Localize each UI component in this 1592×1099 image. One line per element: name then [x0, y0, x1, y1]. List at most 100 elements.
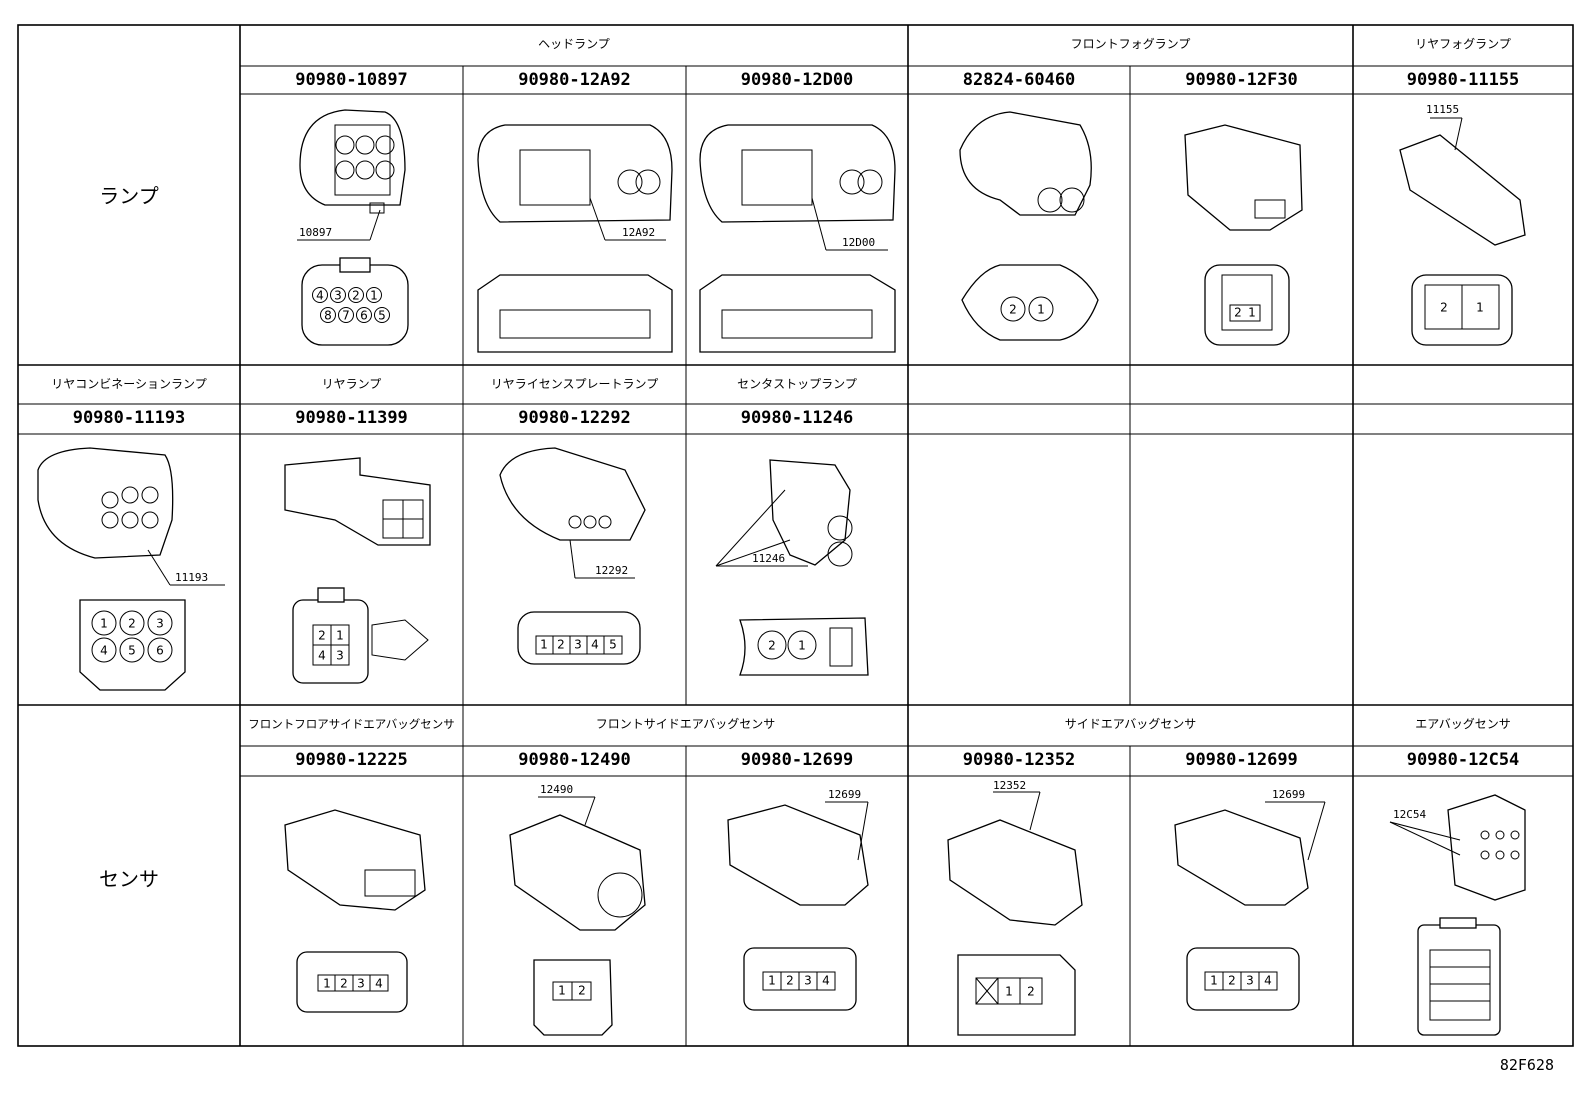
- pin-label: 1: [768, 974, 776, 988]
- pin-label: 2: [128, 617, 136, 631]
- pin-label: 2: [578, 984, 586, 998]
- group-header-rear-fog-lamp: リヤフォグランプ: [1415, 37, 1511, 51]
- connector-drawing-90980-11399: 2 1 4 3: [284, 457, 431, 684]
- callout-label: 12C54: [1393, 808, 1427, 821]
- figure-code: 82F628: [1499, 1056, 1554, 1074]
- pin-label: 2: [318, 629, 326, 643]
- pin-label: 2: [1234, 306, 1242, 320]
- group-header-license-plate-lamp: リヤライセンスプレートランプ: [490, 377, 659, 391]
- pin-label: 2: [1440, 301, 1448, 315]
- pin-label: 1: [1248, 306, 1256, 320]
- callout-label: 11155: [1426, 103, 1460, 116]
- pin-label: 3: [804, 974, 812, 988]
- part-number: 90980-11399: [295, 408, 408, 428]
- connector-drawing-90980-12C54: [1389, 794, 1526, 1036]
- part-number: 90980-11246: [740, 408, 854, 428]
- callout-label: 10897: [299, 226, 333, 239]
- connector-drawing-90980-11193: 1 2 3 4 5 6: [37, 447, 225, 691]
- pin-label: 1: [100, 617, 108, 631]
- connector-drawing-90980-11155: 2 1: [1399, 117, 1526, 346]
- callout-label: 12A92: [622, 226, 656, 239]
- pin-label: 3: [1246, 974, 1254, 988]
- connector-drawing-90980-12F30: 2 1: [1184, 124, 1303, 346]
- callout-label: 12352: [993, 779, 1027, 792]
- pin-label: 4: [1264, 974, 1272, 988]
- part-number: 90980-11193: [72, 408, 186, 428]
- connector-drawing-90980-12A92: [477, 124, 673, 353]
- pin-label: 1: [1476, 301, 1484, 315]
- pin-label: 1: [1210, 974, 1218, 988]
- pin-label: 1: [558, 984, 566, 998]
- connector-drawing-90980-10897: 4 3 2 1 8 7 6 5: [297, 109, 409, 346]
- group-header-rear-combination-lamp: リヤコンビネーションランプ: [51, 377, 207, 391]
- pin-label: 5: [609, 638, 617, 652]
- pin-label: 4: [100, 644, 108, 658]
- callout-label: 11193: [175, 571, 209, 584]
- part-number: 90980-12699: [740, 750, 854, 770]
- part-number: 90980-10897: [295, 70, 408, 90]
- pin-label: 1: [798, 639, 806, 653]
- pin-label: 7: [342, 309, 350, 323]
- pin-label: 6: [156, 644, 164, 658]
- callout-label: 12699: [1272, 788, 1306, 801]
- pin-label: 3: [334, 289, 342, 303]
- pin-label: 3: [574, 638, 582, 652]
- pin-label: 2: [1027, 985, 1035, 999]
- part-number: 90980-12292: [518, 408, 631, 428]
- pin-label: 1: [323, 977, 331, 991]
- part-number: 90980-11155: [1406, 70, 1520, 90]
- pin-label: 6: [360, 309, 368, 323]
- pin-label: 3: [156, 617, 164, 631]
- pin-label: 4: [316, 289, 324, 303]
- table-grid: [17, 24, 1574, 1047]
- connector-drawing-90980-12699-b: 1 2 3 4: [1174, 801, 1326, 1011]
- pin-label: 2: [786, 974, 794, 988]
- pin-label: 3: [357, 977, 365, 991]
- part-number: 90980-12699: [1185, 750, 1298, 770]
- group-header-headlamp: ヘッドランプ: [538, 37, 610, 51]
- part-number: 90980-12A92: [518, 70, 631, 90]
- connector-drawing-90980-12292: 1 2 3 4 5: [499, 447, 646, 665]
- pin-label: 2: [340, 977, 348, 991]
- group-header-front-side-airbag-sensor: フロントサイドエアバッグセンサ: [595, 717, 776, 731]
- callout-label: 12699: [828, 788, 862, 801]
- group-header-front-fog-lamp: フロントフォグランプ: [1070, 37, 1191, 51]
- callout-label: 11246: [752, 552, 786, 565]
- group-header-front-floor-side-airbag-sensor: フロントフロアサイドエアバッグセンサ: [248, 717, 455, 731]
- pin-label: 4: [375, 977, 383, 991]
- connector-drawing-90980-12699-a: 1 2 3 4: [727, 801, 869, 1011]
- row-label-sensor: センサ: [99, 867, 159, 891]
- part-number: 90980-12490: [518, 750, 631, 770]
- pin-label: 1: [370, 289, 378, 303]
- pin-label: 1: [336, 629, 344, 643]
- connector-drawing-82824-60460: 2 1: [959, 111, 1099, 341]
- pin-label: 5: [128, 644, 136, 658]
- callout-label: 12292: [595, 564, 629, 577]
- pin-label: 2: [1009, 303, 1017, 317]
- callout-label: 12490: [540, 783, 574, 796]
- pin-label: 4: [591, 638, 599, 652]
- connector-drawing-90980-12D00: [699, 124, 896, 353]
- connector-drawing-90980-11246: 2 1: [715, 459, 869, 676]
- part-number: 90980-12352: [962, 750, 1076, 770]
- part-number: 90980-12C54: [1406, 750, 1520, 770]
- group-header-side-airbag-sensor: サイドエアバッグセンサ: [1064, 717, 1197, 731]
- pin-label: 5: [378, 309, 386, 323]
- connector-drawing-90980-12352: 1 2: [947, 791, 1083, 1036]
- group-header-rear-lamp: リヤランプ: [321, 377, 382, 391]
- pin-label: 2: [352, 289, 360, 303]
- pin-label: 4: [822, 974, 830, 988]
- pin-label: 2: [1228, 974, 1236, 988]
- pin-label: 1: [540, 638, 548, 652]
- pin-label: 2: [557, 638, 565, 652]
- part-number: 90980-12225: [295, 750, 408, 770]
- pin-label: 1: [1005, 985, 1013, 999]
- pin-label: 8: [324, 309, 332, 323]
- part-number: 82824-60460: [962, 70, 1076, 90]
- part-number: 90980-12D00: [740, 70, 854, 90]
- pin-label: 1: [1037, 303, 1045, 317]
- connector-drawing-90980-12490: 1 2: [509, 796, 646, 1036]
- part-number: 90980-12F30: [1185, 70, 1298, 90]
- connector-drawing-90980-12225: 1 2 3 4: [284, 809, 426, 1013]
